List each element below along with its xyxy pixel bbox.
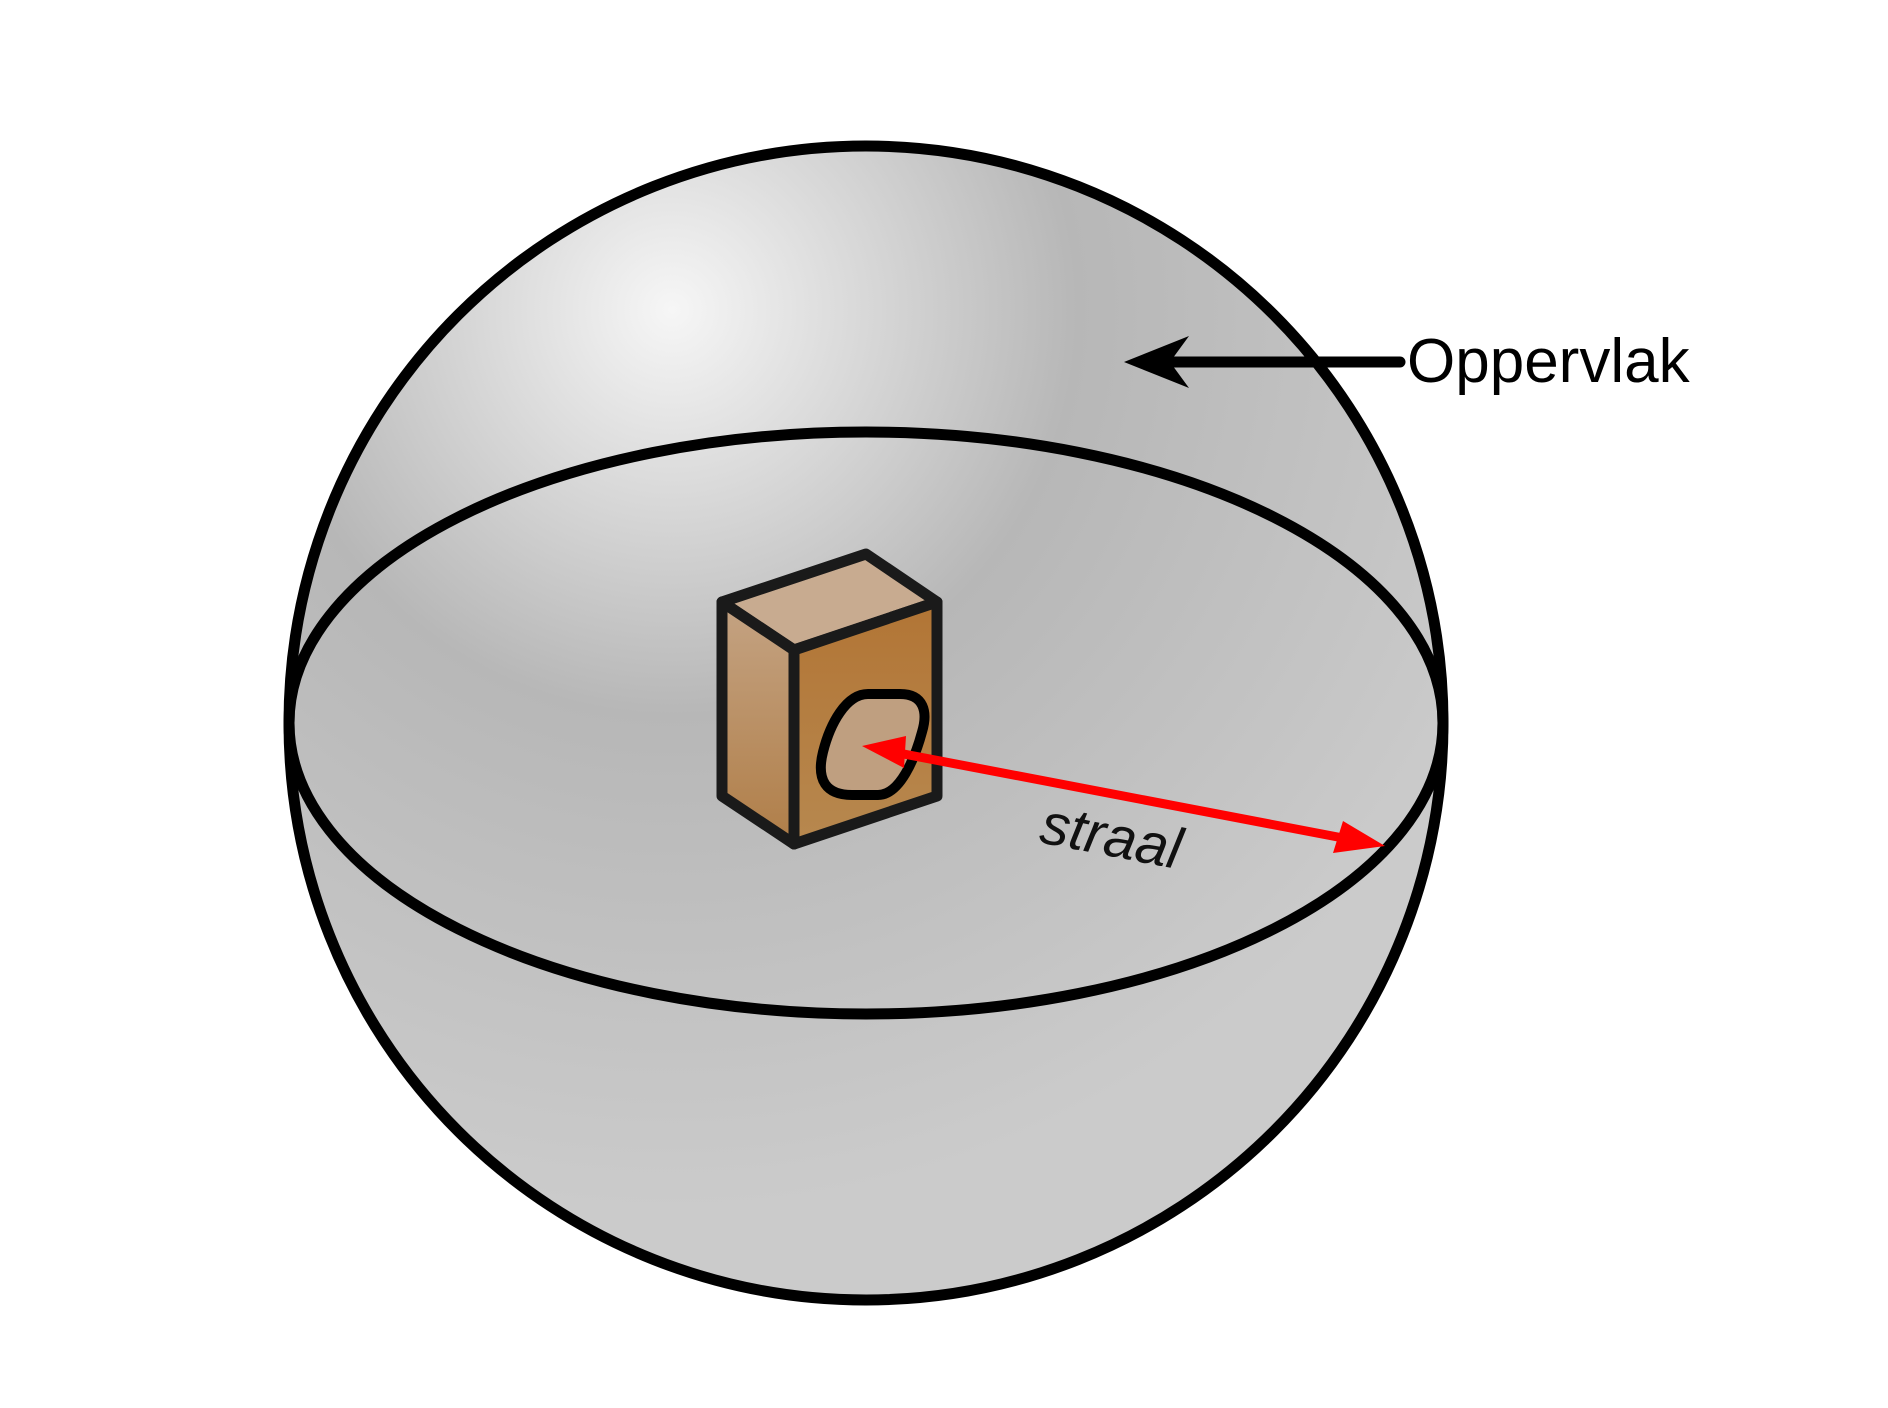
box-left-face [716,596,800,850]
surface-arrow [1124,336,1406,388]
equator-ellipse [283,426,1449,1020]
surface-arrowhead [1124,336,1189,388]
radius-arrowhead-start [862,736,906,768]
radius-arrowhead-end [1333,821,1385,853]
speaker-box-icon [716,548,943,850]
radius-arrow [862,736,1385,853]
surface-label: Oppervlak [1407,327,1691,396]
